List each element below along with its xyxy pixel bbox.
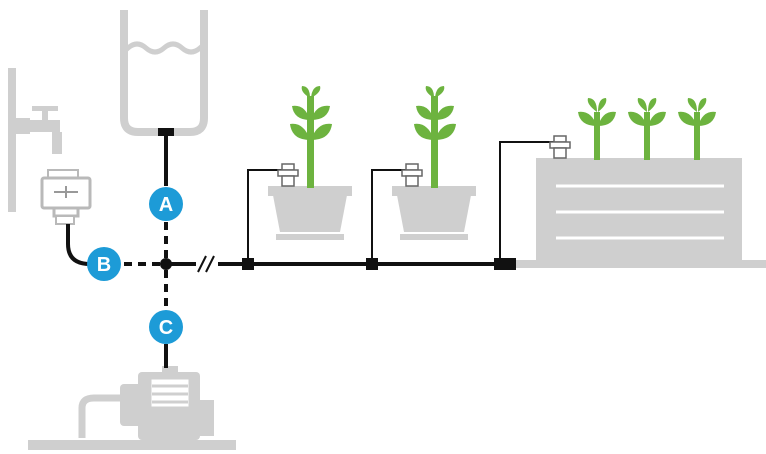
dripper-3	[549, 135, 571, 159]
pipes	[66, 136, 556, 368]
marker-a-label: A	[159, 194, 173, 216]
water-surface-wave	[124, 41, 204, 55]
pump	[28, 366, 236, 450]
feeder-2	[371, 169, 408, 264]
dripper-1	[277, 163, 299, 187]
ground-line-pump	[28, 440, 236, 450]
plant-icon	[414, 86, 456, 188]
dripper-2	[401, 163, 423, 187]
potted-plant-2	[392, 86, 476, 240]
tank-outlet-fitting	[158, 128, 174, 136]
marker-c: C	[149, 310, 183, 344]
marker-c-label: C	[159, 317, 173, 339]
fittings	[160, 258, 516, 270]
feeder-1	[247, 169, 284, 264]
water-tank	[120, 10, 208, 136]
bed-plants	[578, 98, 716, 160]
wall-faucet	[8, 68, 62, 212]
feeder-3	[499, 141, 556, 264]
drippers	[277, 135, 571, 187]
faucet-spout	[30, 120, 60, 132]
marker-b: B	[87, 247, 121, 281]
ground-line-bed	[516, 260, 766, 268]
marker-b-label: B	[97, 254, 111, 276]
potted-plant-1	[268, 86, 352, 240]
pipe-break-symbol	[196, 254, 218, 274]
raised-bed	[516, 98, 766, 268]
plant-icon	[290, 86, 332, 188]
timer	[40, 169, 92, 225]
junction	[160, 258, 172, 270]
pipe-faucet-solid	[66, 224, 91, 266]
marker-a: A	[149, 187, 183, 221]
